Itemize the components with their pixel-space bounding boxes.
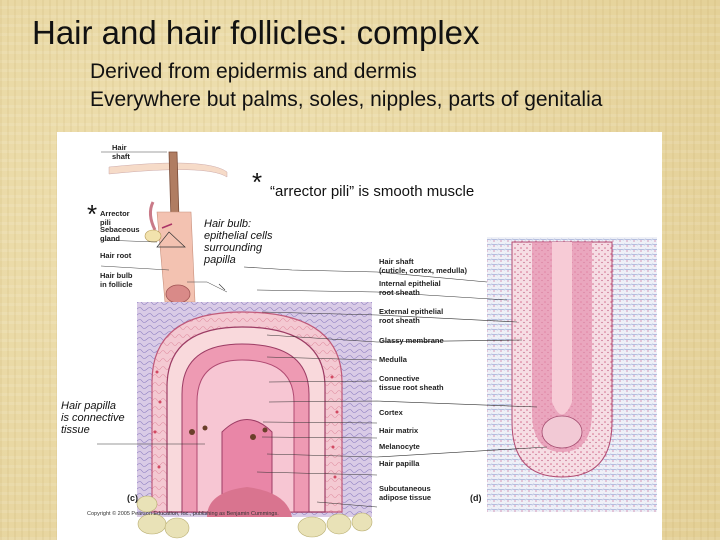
- label-arrector-pili: Arrector pili: [100, 209, 130, 227]
- label-connective-root-sheath: Connective tissue root sheath: [379, 374, 444, 392]
- hair-papilla-note: Hair papilla is connective tissue: [61, 400, 125, 436]
- panel-label-c: (c): [127, 493, 138, 503]
- label-subcutaneous-adipose: Subcutaneous adipose tissue: [379, 484, 432, 502]
- follicle-section-c: [136, 302, 373, 539]
- bullet-item: Derived from epidermis and dermis: [90, 60, 417, 83]
- follicle-illustration: [97, 151, 657, 539]
- label-internal-root-sheath: Internal epithelial root sheath: [379, 279, 441, 297]
- copyright-notice: Copyright © 2005 Pearson Education, Inc.…: [87, 511, 279, 517]
- bullet-list: Derived from epidermis and dermis Everyw…: [90, 58, 602, 114]
- label-hair-matrix: Hair matrix: [379, 426, 419, 435]
- panel-label-d: (d): [470, 493, 482, 503]
- label-hair-bulb: Hair bulb in follicle: [100, 271, 133, 289]
- leader-lines: [97, 266, 548, 508]
- label-cortex: Cortex: [379, 408, 403, 417]
- label-melanocyte: Melanocyte: [379, 442, 420, 451]
- micrograph-d: [487, 237, 657, 512]
- label-external-root-sheath: External epithelial root sheath: [379, 307, 444, 325]
- label-hair-papilla: Hair papilla: [379, 459, 420, 468]
- label-hair-shaft: Hair shaft: [112, 143, 130, 161]
- arrector-pili-callout: “arrector pili” is smooth muscle: [270, 183, 475, 200]
- hair-follicle-figure: Hair shaft Arrector pili Sebaceous gland…: [57, 132, 662, 540]
- label-sebaceous-gland: Sebaceous gland: [100, 225, 140, 243]
- label-hair-root: Hair root: [100, 251, 132, 260]
- label-hair-shaft-detail: Hair shaft (cuticle, cortex, medulla): [379, 257, 467, 275]
- bullet-item: Everywhere but palms, soles, nipples, pa…: [90, 88, 603, 111]
- label-medulla: Medulla: [379, 355, 407, 364]
- label-glassy-membrane: Glassy membrane: [379, 336, 444, 345]
- hair-bulb-note: Hair bulb: epithelial cells surrounding …: [204, 218, 273, 266]
- inset-drawing: [100, 151, 228, 304]
- slide-title: Hair and hair follicles: complex: [32, 14, 480, 51]
- asterisk-marker: *: [252, 167, 263, 197]
- asterisk-marker: *: [87, 199, 98, 229]
